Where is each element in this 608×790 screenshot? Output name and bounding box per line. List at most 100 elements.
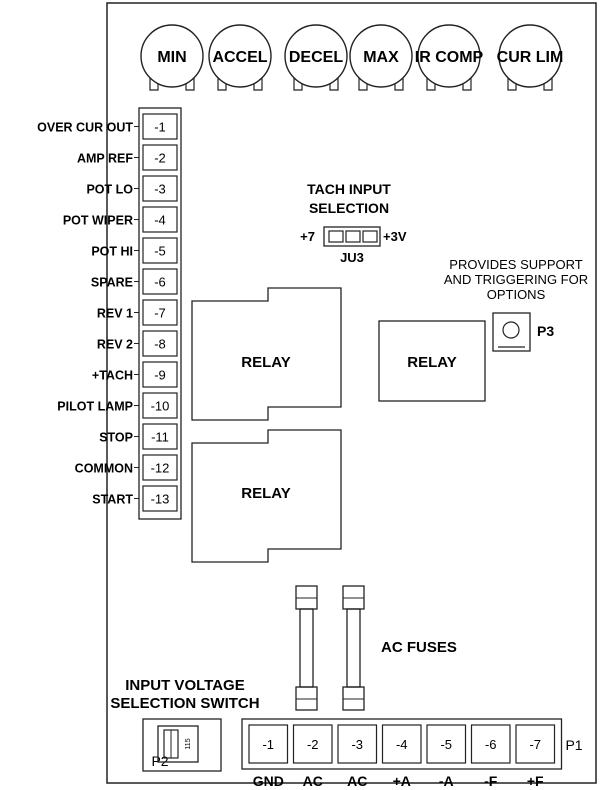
- tach-left-label: +7: [300, 229, 315, 244]
- p3-note-line2: AND TRIGGERING FOR: [444, 272, 588, 287]
- p1-terminal-number: -6: [485, 737, 497, 752]
- p1-terminal-number: -3: [351, 737, 363, 752]
- p1-terminal-label: -A: [439, 773, 454, 789]
- p2-terminal[interactable]: -7: [142, 299, 178, 326]
- p1-terminal[interactable]: -5: [426, 724, 467, 764]
- p2-terminal-number: -7: [154, 306, 166, 321]
- voltage-switch-setting: 115: [185, 738, 192, 749]
- circuit-board-outline: [106, 2, 597, 784]
- p2-terminal-number: -8: [154, 337, 166, 352]
- ac-fuse-1[interactable]: [295, 585, 318, 711]
- p1-terminal[interactable]: -6: [470, 724, 511, 764]
- pot-accel[interactable]: ACCEL: [208, 24, 272, 91]
- p1-terminal-label: +F: [527, 773, 544, 789]
- p2-terminal[interactable]: -4: [142, 206, 178, 233]
- pot-cur-lim[interactable]: CUR LIM: [497, 24, 564, 91]
- p2-terminal-number: -11: [151, 430, 169, 445]
- ju3-label: JU3: [340, 250, 364, 265]
- p3-note-line3: OPTIONS: [487, 287, 546, 302]
- p2-terminal-label: STOP: [99, 431, 133, 445]
- p1-terminal-label: -F: [484, 773, 498, 789]
- p2-label: P2: [151, 753, 168, 769]
- p2-terminal-number: -10: [151, 399, 170, 414]
- p1-terminal-number: -1: [262, 737, 274, 752]
- pot-label: MIN: [157, 49, 186, 66]
- p2-terminal-label: SPARE: [91, 276, 133, 290]
- p2-terminal-number: -1: [154, 120, 166, 135]
- pot-ir-comp[interactable]: IR COMP: [415, 24, 484, 91]
- tach-title-line2: SELECTION: [309, 200, 389, 216]
- p1-terminal[interactable]: -4: [381, 724, 422, 764]
- p1-terminal-number: -2: [307, 737, 319, 752]
- p1-terminal-label: GND: [253, 773, 284, 789]
- p2-terminal-label: AMP REF: [77, 152, 133, 166]
- p2-terminal[interactable]: -6: [142, 268, 178, 295]
- ac-fuses-label: AC FUSES: [381, 639, 457, 656]
- p1-terminal[interactable]: -1: [248, 724, 289, 764]
- p2-terminal-number: -9: [154, 368, 166, 383]
- voltage-selection-switch[interactable]: [142, 718, 222, 772]
- ju3-jumper[interactable]: [323, 226, 381, 247]
- p2-terminal-label: +TACH: [92, 369, 133, 383]
- p1-terminal-number: -7: [529, 737, 541, 752]
- pot-max[interactable]: MAX: [349, 24, 413, 91]
- p2-terminal[interactable]: -1: [142, 113, 178, 140]
- pot-label: MAX: [363, 49, 399, 66]
- p2-terminal-label: REV 1: [97, 307, 133, 321]
- relay-3-outline: [191, 429, 342, 563]
- p2-terminal[interactable]: -13: [142, 485, 178, 512]
- p2-terminal[interactable]: -12: [142, 454, 178, 481]
- relay-2-label: RELAY: [407, 354, 456, 371]
- p1-terminal[interactable]: -3: [337, 724, 378, 764]
- p1-terminal-label: +A: [393, 773, 411, 789]
- p2-terminal[interactable]: -2: [142, 144, 178, 171]
- tach-right-label: +3V: [383, 229, 407, 244]
- pot-label: ACCEL: [212, 49, 267, 66]
- p2-terminal-label: START: [92, 493, 133, 507]
- p3-note-line1: PROVIDES SUPPORT: [449, 257, 582, 272]
- voltage-switch-title-line2: SELECTION SWITCH: [110, 695, 259, 712]
- relay-1-label: RELAY: [241, 354, 290, 371]
- p2-terminal-number: -4: [154, 213, 166, 228]
- p2-terminal-strip: -1 OVER CUR OUT -2 AMP REF -3 POT LO -4 POT WIP…: [37, 107, 182, 520]
- p2-terminal[interactable]: -5: [142, 237, 178, 264]
- p2-terminal-label: PILOT LAMP: [57, 400, 133, 414]
- p2-terminal-label: POT WIPER: [63, 214, 133, 228]
- p2-terminal-number: -12: [151, 461, 170, 476]
- p2-terminal-number: -5: [154, 244, 166, 259]
- pot-label: CUR LIM: [497, 49, 564, 66]
- p1-terminal[interactable]: -2: [292, 724, 333, 764]
- pot-label: IR COMP: [415, 49, 484, 66]
- p2-terminal-number: -2: [154, 151, 166, 166]
- p2-terminal-label: OVER CUR OUT: [37, 121, 133, 135]
- p2-terminal[interactable]: -3: [142, 175, 178, 202]
- voltage-switch-title-line1: INPUT VOLTAGE: [125, 677, 244, 694]
- pot-decel[interactable]: DECEL: [284, 24, 348, 91]
- relay-2-outline: [378, 320, 486, 402]
- relay-3-label: RELAY: [241, 485, 290, 502]
- p2-terminal[interactable]: -9: [142, 361, 178, 388]
- tach-title-line1: TACH INPUT: [307, 181, 391, 197]
- p2-terminal-label: POT LO: [86, 183, 133, 197]
- p2-terminal-label: POT HI: [91, 245, 133, 259]
- p1-terminal[interactable]: -7: [515, 724, 556, 764]
- p1-terminal-label: AC: [303, 773, 323, 789]
- ac-fuse-2[interactable]: [342, 585, 365, 711]
- p1-terminal-label: AC: [347, 773, 367, 789]
- pot-min[interactable]: MIN: [140, 24, 204, 91]
- p3-connector[interactable]: [492, 312, 531, 352]
- p3-label: P3: [537, 323, 554, 339]
- p2-terminal-number: -6: [154, 275, 166, 290]
- p2-terminal[interactable]: -8: [142, 330, 178, 357]
- p2-terminal-label: COMMON: [75, 462, 133, 476]
- p1-terminal-number: -4: [396, 737, 408, 752]
- p2-terminal-number: -3: [154, 182, 166, 197]
- p1-terminal-number: -5: [440, 737, 452, 752]
- p2-terminal-number: -13: [151, 492, 170, 507]
- p2-terminal[interactable]: -10: [142, 392, 178, 419]
- potentiometer-row: MIN ACCEL DECEL MAX IR COMP CUR LIM: [140, 24, 564, 91]
- p2-terminal[interactable]: -11: [142, 423, 178, 450]
- pot-label: DECEL: [289, 49, 343, 66]
